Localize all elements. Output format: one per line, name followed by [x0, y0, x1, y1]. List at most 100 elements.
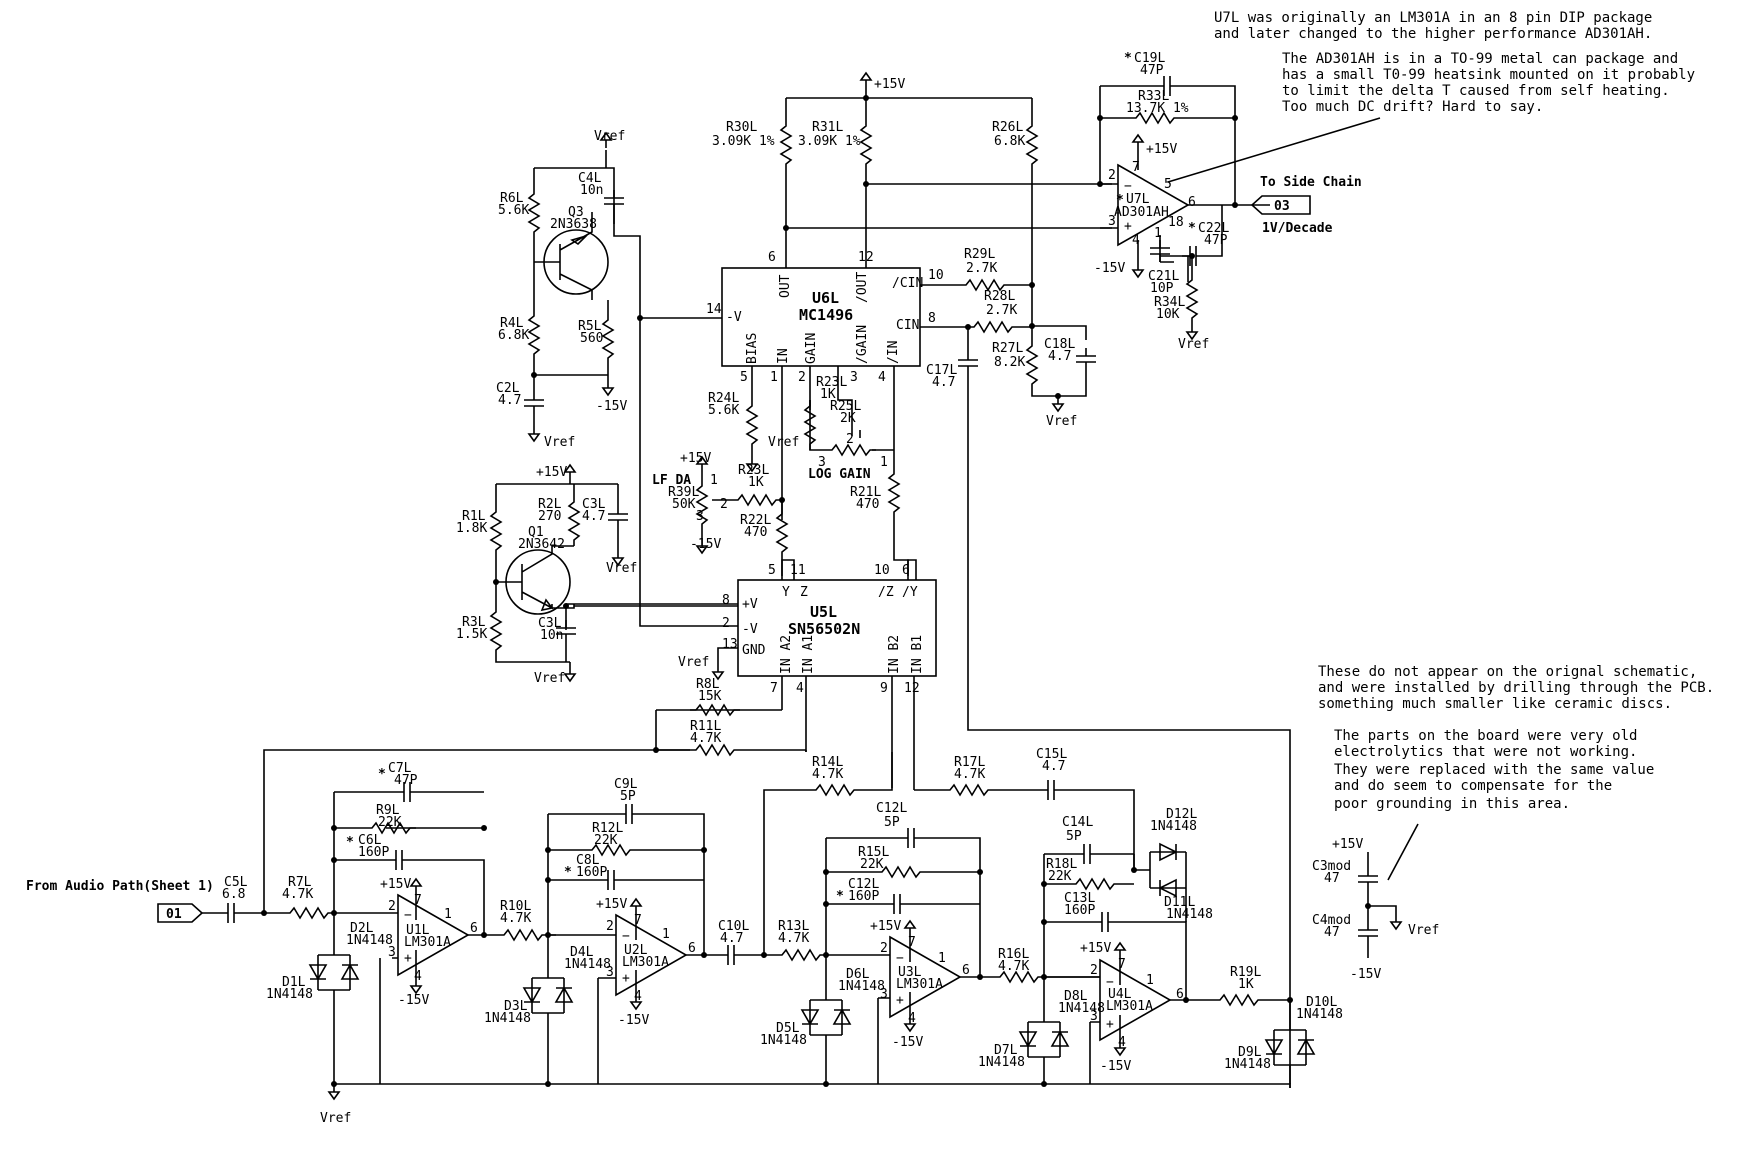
r28-ref: R28L: [984, 289, 1015, 304]
u6-pin-nout: /OUT: [855, 272, 870, 303]
c3a-vref: Vref: [606, 561, 637, 576]
u6-pin-cin: CIN: [896, 318, 919, 333]
u6-pin-ncin: /CIN: [892, 276, 923, 291]
u5-pinnum-6: 6: [902, 563, 910, 578]
u1-pos: +15V: [380, 877, 411, 892]
c17-ref: C17L: [926, 363, 957, 378]
u4-pin3: 3: [1090, 1009, 1098, 1024]
c8-val: 160P: [576, 865, 607, 880]
r33-val: 13.7K 1%: [1126, 101, 1189, 116]
q3-neg: -15V: [596, 399, 627, 414]
u1-part: LM301A: [404, 935, 451, 950]
c18-ref: C18L: [1044, 337, 1075, 352]
r2-ref: R2L: [538, 497, 562, 512]
c13-val: 160P: [1064, 903, 1095, 918]
c12b-ref: C12L: [848, 877, 879, 892]
r12-val: 22K: [594, 833, 618, 848]
r24-ref: R24L: [708, 391, 739, 406]
r24-val: 5.6K: [708, 403, 739, 418]
u3-pos: +15V: [870, 919, 901, 934]
u5-pin-ina2: IN A2: [779, 635, 794, 674]
u6-pin-in: IN: [776, 348, 791, 364]
u6-pinnum-1: 1: [770, 370, 778, 385]
note-old-line5: poor grounding in this area.: [1334, 796, 1570, 812]
u5-pin-ina1: IN A1: [801, 635, 816, 674]
q1-ref: Q1: [528, 525, 544, 540]
u6-pinnum-4: 4: [878, 370, 886, 385]
note-old-line2: electrolytics that were not working.: [1334, 744, 1637, 760]
u4-name: U4L: [1108, 987, 1132, 1002]
svg-text:+: +: [622, 971, 630, 986]
r34-vref: Vref: [1178, 337, 1209, 352]
c5-val: 6.8: [222, 887, 245, 902]
r33-ref: R33L: [1138, 89, 1169, 104]
c2-ref: C2L: [496, 381, 520, 396]
r39-pos: +15V: [680, 451, 711, 466]
u6-pin-out: OUT: [778, 274, 793, 298]
d2-ref: D2L: [350, 921, 374, 936]
u4-pin1: 1: [1146, 973, 1154, 988]
note-cap-line1: These do not appear on the orignal schem…: [1318, 664, 1697, 680]
r27-ref: R27L: [992, 341, 1023, 356]
svg-text:*: *: [1124, 51, 1132, 66]
u1-pin4: 4: [414, 969, 422, 984]
r26-ref: R26L: [992, 120, 1023, 135]
svg-text:+: +: [896, 993, 904, 1008]
u2-pin4: 4: [634, 989, 642, 1004]
u5-pin-nv: -V: [742, 622, 758, 637]
u6-pinnum-10: 10: [928, 268, 944, 283]
d1-ref: D1L: [282, 975, 306, 990]
u5-pin-z: Z: [800, 585, 808, 600]
u7-pin5: 5: [1164, 177, 1172, 192]
c17-val: 4.7: [932, 375, 955, 390]
u6-pinnum-12: 12: [858, 250, 874, 265]
r25-pin1: 1: [880, 455, 888, 470]
u7-pin6: 6: [1188, 195, 1196, 210]
u5-pinnum-4: 4: [796, 681, 804, 696]
r29-val: 2.7K: [966, 261, 997, 276]
r10-val: 4.7K: [500, 911, 531, 926]
cmod-vref: Vref: [1408, 923, 1439, 938]
u5-pinnum-9: 9: [880, 681, 888, 696]
d10-val: 1N4148: [1296, 1007, 1343, 1022]
c5-ref: C5L: [224, 875, 248, 890]
u4-pin7: 7: [1118, 957, 1126, 972]
r7-val: 4.7K: [282, 887, 313, 902]
u3-pin6: 6: [962, 963, 970, 978]
r31-val: 3.09K 1%: [798, 134, 861, 149]
u7-part: AD301AH: [1114, 205, 1169, 220]
r13-ref: R13L: [778, 919, 809, 934]
c8-ref: C8L: [576, 853, 600, 868]
c15-ref: C15L: [1036, 747, 1067, 762]
r25-ref: R25L: [830, 399, 861, 414]
r39-pin1: 1: [710, 473, 718, 488]
u3-part: LM301A: [896, 977, 943, 992]
u3-pin3: 3: [880, 987, 888, 1002]
r17-val: 4.7K: [954, 767, 985, 782]
c18-vref: Vref: [1046, 414, 1077, 429]
r31-ref: R31L: [812, 120, 843, 135]
r24-vref: Vref: [768, 435, 799, 450]
u4-neg: -15V: [1100, 1059, 1131, 1074]
u6-part: MC1496: [799, 306, 853, 324]
r6-ref: R6L: [500, 191, 524, 206]
c10-ref: C10L: [718, 919, 749, 934]
r15-val: 22K: [860, 857, 884, 872]
c3b-ref: C3L: [538, 616, 562, 631]
u7-pin1: 1: [1154, 226, 1162, 241]
u2-part: LM301A: [622, 955, 669, 970]
r39-neg: -15V: [690, 537, 721, 552]
r8-ref: R8L: [696, 677, 720, 692]
u2-pos: +15V: [596, 897, 627, 912]
u3-pin7: 7: [908, 935, 916, 950]
svg-text:+: +: [1106, 1017, 1114, 1032]
u5-pinnum-7: 7: [770, 681, 778, 696]
u5-box: [737, 579, 937, 677]
c15-val: 4.7: [1042, 759, 1065, 774]
u6-pin-v: -V: [726, 310, 742, 325]
r7-ref: R7L: [288, 875, 312, 890]
u5-pin-pv: +V: [742, 597, 758, 612]
u7-neg: -15V: [1094, 261, 1125, 276]
c12a-val: 5P: [884, 815, 900, 830]
u4-pin2: 2: [1090, 963, 1098, 978]
